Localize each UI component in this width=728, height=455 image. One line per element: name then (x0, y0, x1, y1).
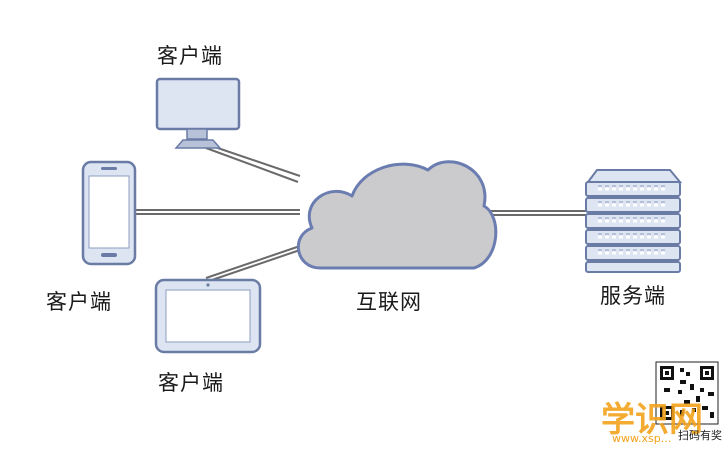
link-top-client-cloud (205, 147, 299, 183)
internet-cloud-icon (296, 160, 498, 270)
client-label-left: 客户端 (46, 290, 112, 314)
smartphone-icon (81, 160, 137, 266)
connection-lines (136, 143, 586, 283)
link-tablet-cloud (205, 245, 301, 279)
link-tablet-cloud-2 (205, 249, 301, 283)
link-top-client-cloud-2 (205, 143, 301, 177)
desktop-monitor-icon (155, 77, 241, 149)
watermark-logo: 学识网 (601, 400, 703, 440)
qr-code-icon (655, 361, 719, 425)
watermark-caption: 扫码有奖 (678, 429, 722, 442)
server-rack-icon (585, 169, 683, 273)
server-label: 服务端 (600, 284, 666, 308)
client-label-top: 客户端 (157, 44, 223, 68)
client-label-bottom: 客户端 (158, 371, 224, 395)
tablet-icon (154, 278, 262, 354)
watermark-url: www.xsp... (612, 432, 672, 445)
internet-label: 互联网 (356, 290, 422, 314)
